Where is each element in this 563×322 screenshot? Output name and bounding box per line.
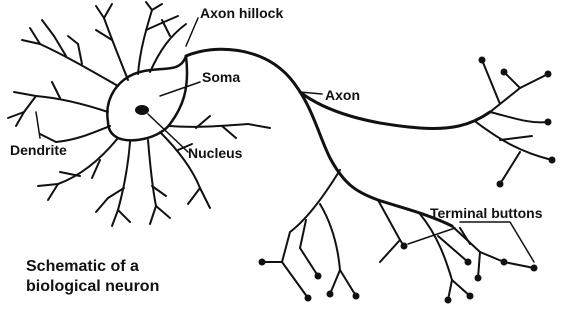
nucleus-dot	[135, 105, 149, 115]
leader-soma	[160, 82, 200, 96]
caption-line-1: Schematic of a	[26, 257, 159, 277]
soma-body	[107, 56, 187, 140]
label-axon: Axon	[325, 88, 360, 102]
label-dendrite: Dendrite	[10, 143, 67, 157]
terminal-tree-lower	[262, 170, 534, 300]
label-axon-hillock: Axon hillock	[200, 6, 283, 20]
leader-terminal-a	[460, 222, 534, 262]
leader-nucleus	[148, 114, 188, 152]
terminal-buttons-lower	[259, 243, 538, 304]
label-terminal-buttons: Terminal buttons	[430, 206, 543, 220]
caption-line-2: biological neuron	[26, 277, 159, 297]
leader-dendrite	[36, 112, 40, 138]
leader-axon-hillock	[186, 18, 198, 46]
diagram-caption: Schematic of a biological neuron	[26, 257, 159, 297]
label-soma: Soma	[202, 70, 240, 84]
terminal-tree-upper	[476, 60, 552, 184]
label-nucleus: Nucleus	[188, 146, 242, 160]
leader-lines	[36, 18, 534, 262]
